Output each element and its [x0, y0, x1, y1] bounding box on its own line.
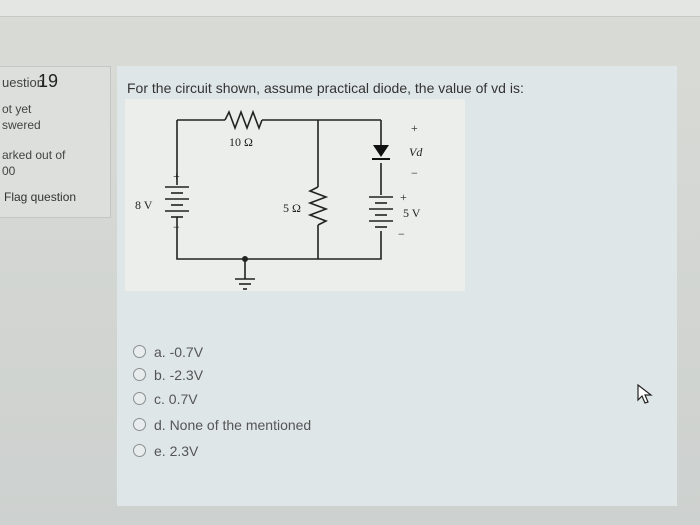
source-5v-label: 5 V [403, 206, 421, 220]
option-a[interactable]: a. -0.7V [133, 344, 203, 360]
resistor-10-ohm-label: 10 Ω [229, 135, 253, 149]
option-e-radio[interactable] [133, 444, 146, 457]
wire-right-bottom [318, 231, 382, 260]
option-c-radio[interactable] [133, 392, 146, 405]
resistor-5-ohm-icon [307, 186, 329, 226]
option-d-radio[interactable] [133, 418, 146, 431]
option-b-label: b. -2.3V [154, 367, 204, 383]
option-c-label: c. 0.7V [154, 391, 198, 407]
question-marks: arked out of 00 [2, 147, 65, 179]
option-c[interactable]: c. 0.7V [133, 391, 198, 407]
vd-minus-sign: − [411, 166, 418, 180]
question-label: uestion [2, 75, 44, 90]
question-text: For the circuit shown, assume practical … [127, 80, 524, 96]
question-status: ot yet swered [2, 101, 41, 133]
vd-plus-sign: + [411, 121, 418, 135]
question-content: For the circuit shown, assume practical … [117, 66, 677, 506]
source-8v-plus-sign: + [173, 169, 180, 183]
status-line-1: ot yet [2, 102, 32, 116]
option-d[interactable]: d. None of the mentioned [133, 417, 311, 433]
question-info-block: uestion 19 ot yet swered arked out of 00… [0, 66, 111, 218]
battery-8v-icon [165, 186, 189, 218]
flag-question-link[interactable]: Flag question [4, 190, 77, 204]
battery-5v-icon [369, 196, 393, 228]
status-line-2: swered [2, 118, 41, 132]
source-5v-minus-sign: − [398, 227, 405, 241]
marks-line-2: 00 [2, 164, 16, 178]
option-d-label: d. None of the mentioned [154, 417, 312, 433]
source-8v-label: 8 V [135, 198, 153, 212]
circuit-figure: 10 Ω 5 Ω 8 V 5 V Vd + − + − + − [125, 99, 465, 291]
resistor-5-ohm-label: 5 Ω [283, 201, 301, 215]
diode-icon [372, 145, 390, 160]
option-a-label: a. -0.7V [154, 344, 204, 360]
option-b-radio[interactable] [133, 368, 146, 381]
circuit-diagram: 10 Ω 5 Ω 8 V 5 V Vd + − + − + − [135, 109, 423, 290]
top-bar [0, 0, 700, 17]
vd-label: Vd [409, 145, 423, 159]
wire-left-bottom [176, 217, 318, 260]
option-e[interactable]: e. 2.3V [133, 443, 198, 459]
option-b[interactable]: b. -2.3V [133, 367, 203, 383]
source-5v-plus-sign: + [400, 190, 407, 204]
resistor-10-ohm-icon [224, 109, 263, 131]
option-e-label: e. 2.3V [154, 443, 199, 459]
mouse-cursor-icon [637, 384, 653, 404]
question-number: 19 [38, 71, 59, 91]
marks-line-1: arked out of [2, 148, 66, 162]
ground-icon [235, 256, 255, 290]
option-a-radio[interactable] [133, 345, 146, 358]
source-8v-minus-sign: − [173, 220, 180, 234]
